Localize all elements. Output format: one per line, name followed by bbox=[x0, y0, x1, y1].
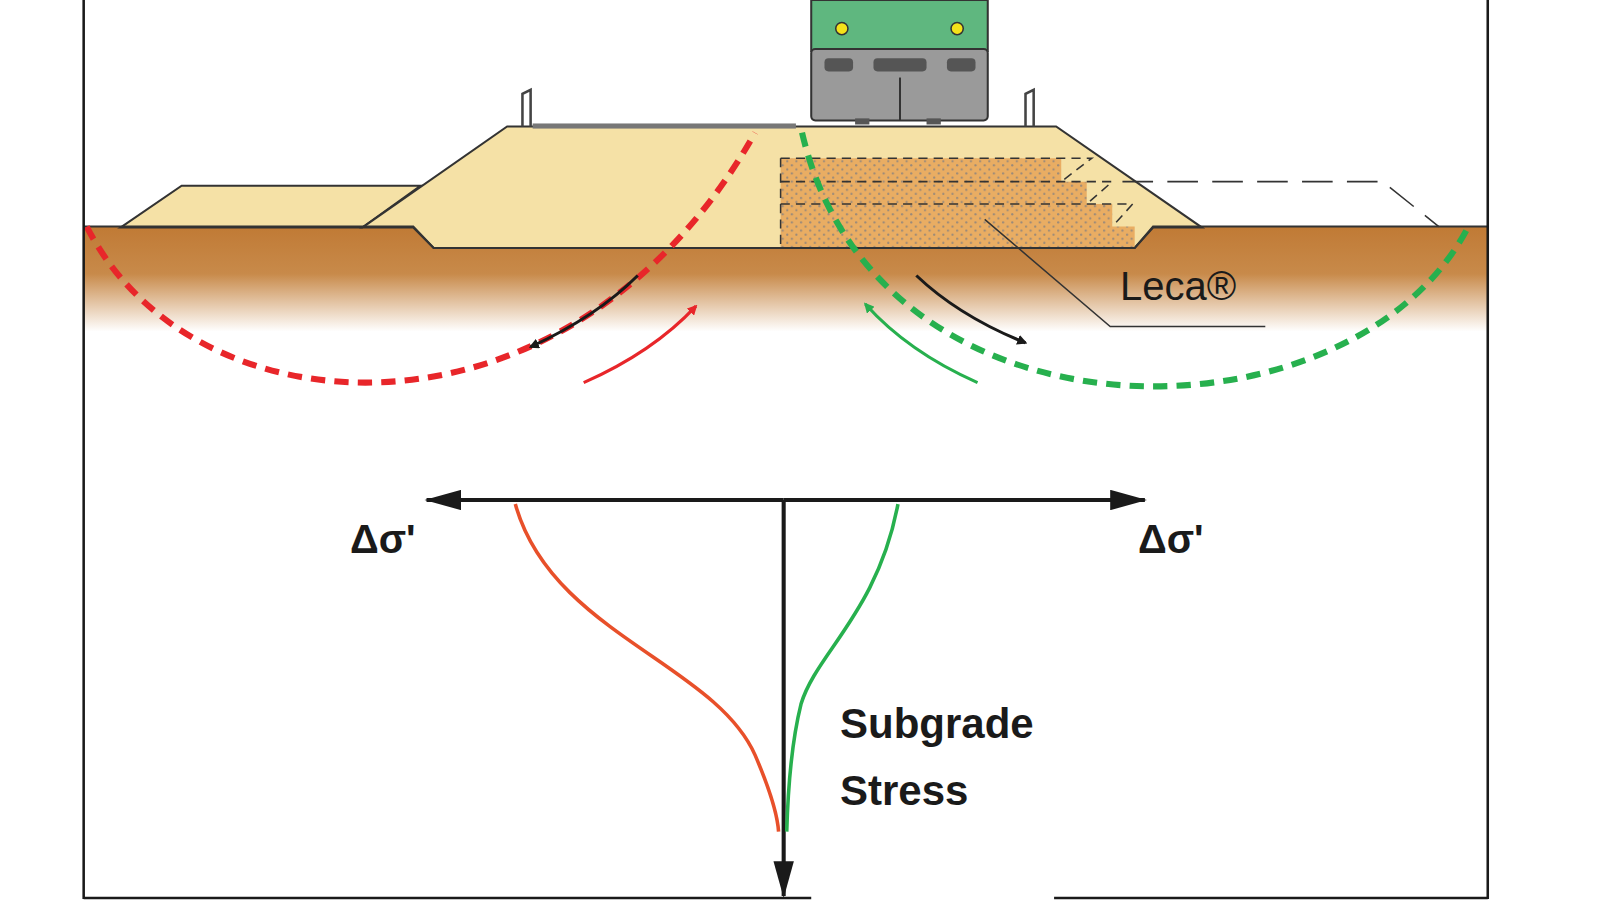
axis-label: Δσ' bbox=[1138, 515, 1204, 563]
axis-label: Δσ' bbox=[350, 515, 416, 563]
axis-title: Subgrade Stress bbox=[840, 690, 1100, 824]
material-label: Leca® bbox=[1120, 262, 1236, 310]
